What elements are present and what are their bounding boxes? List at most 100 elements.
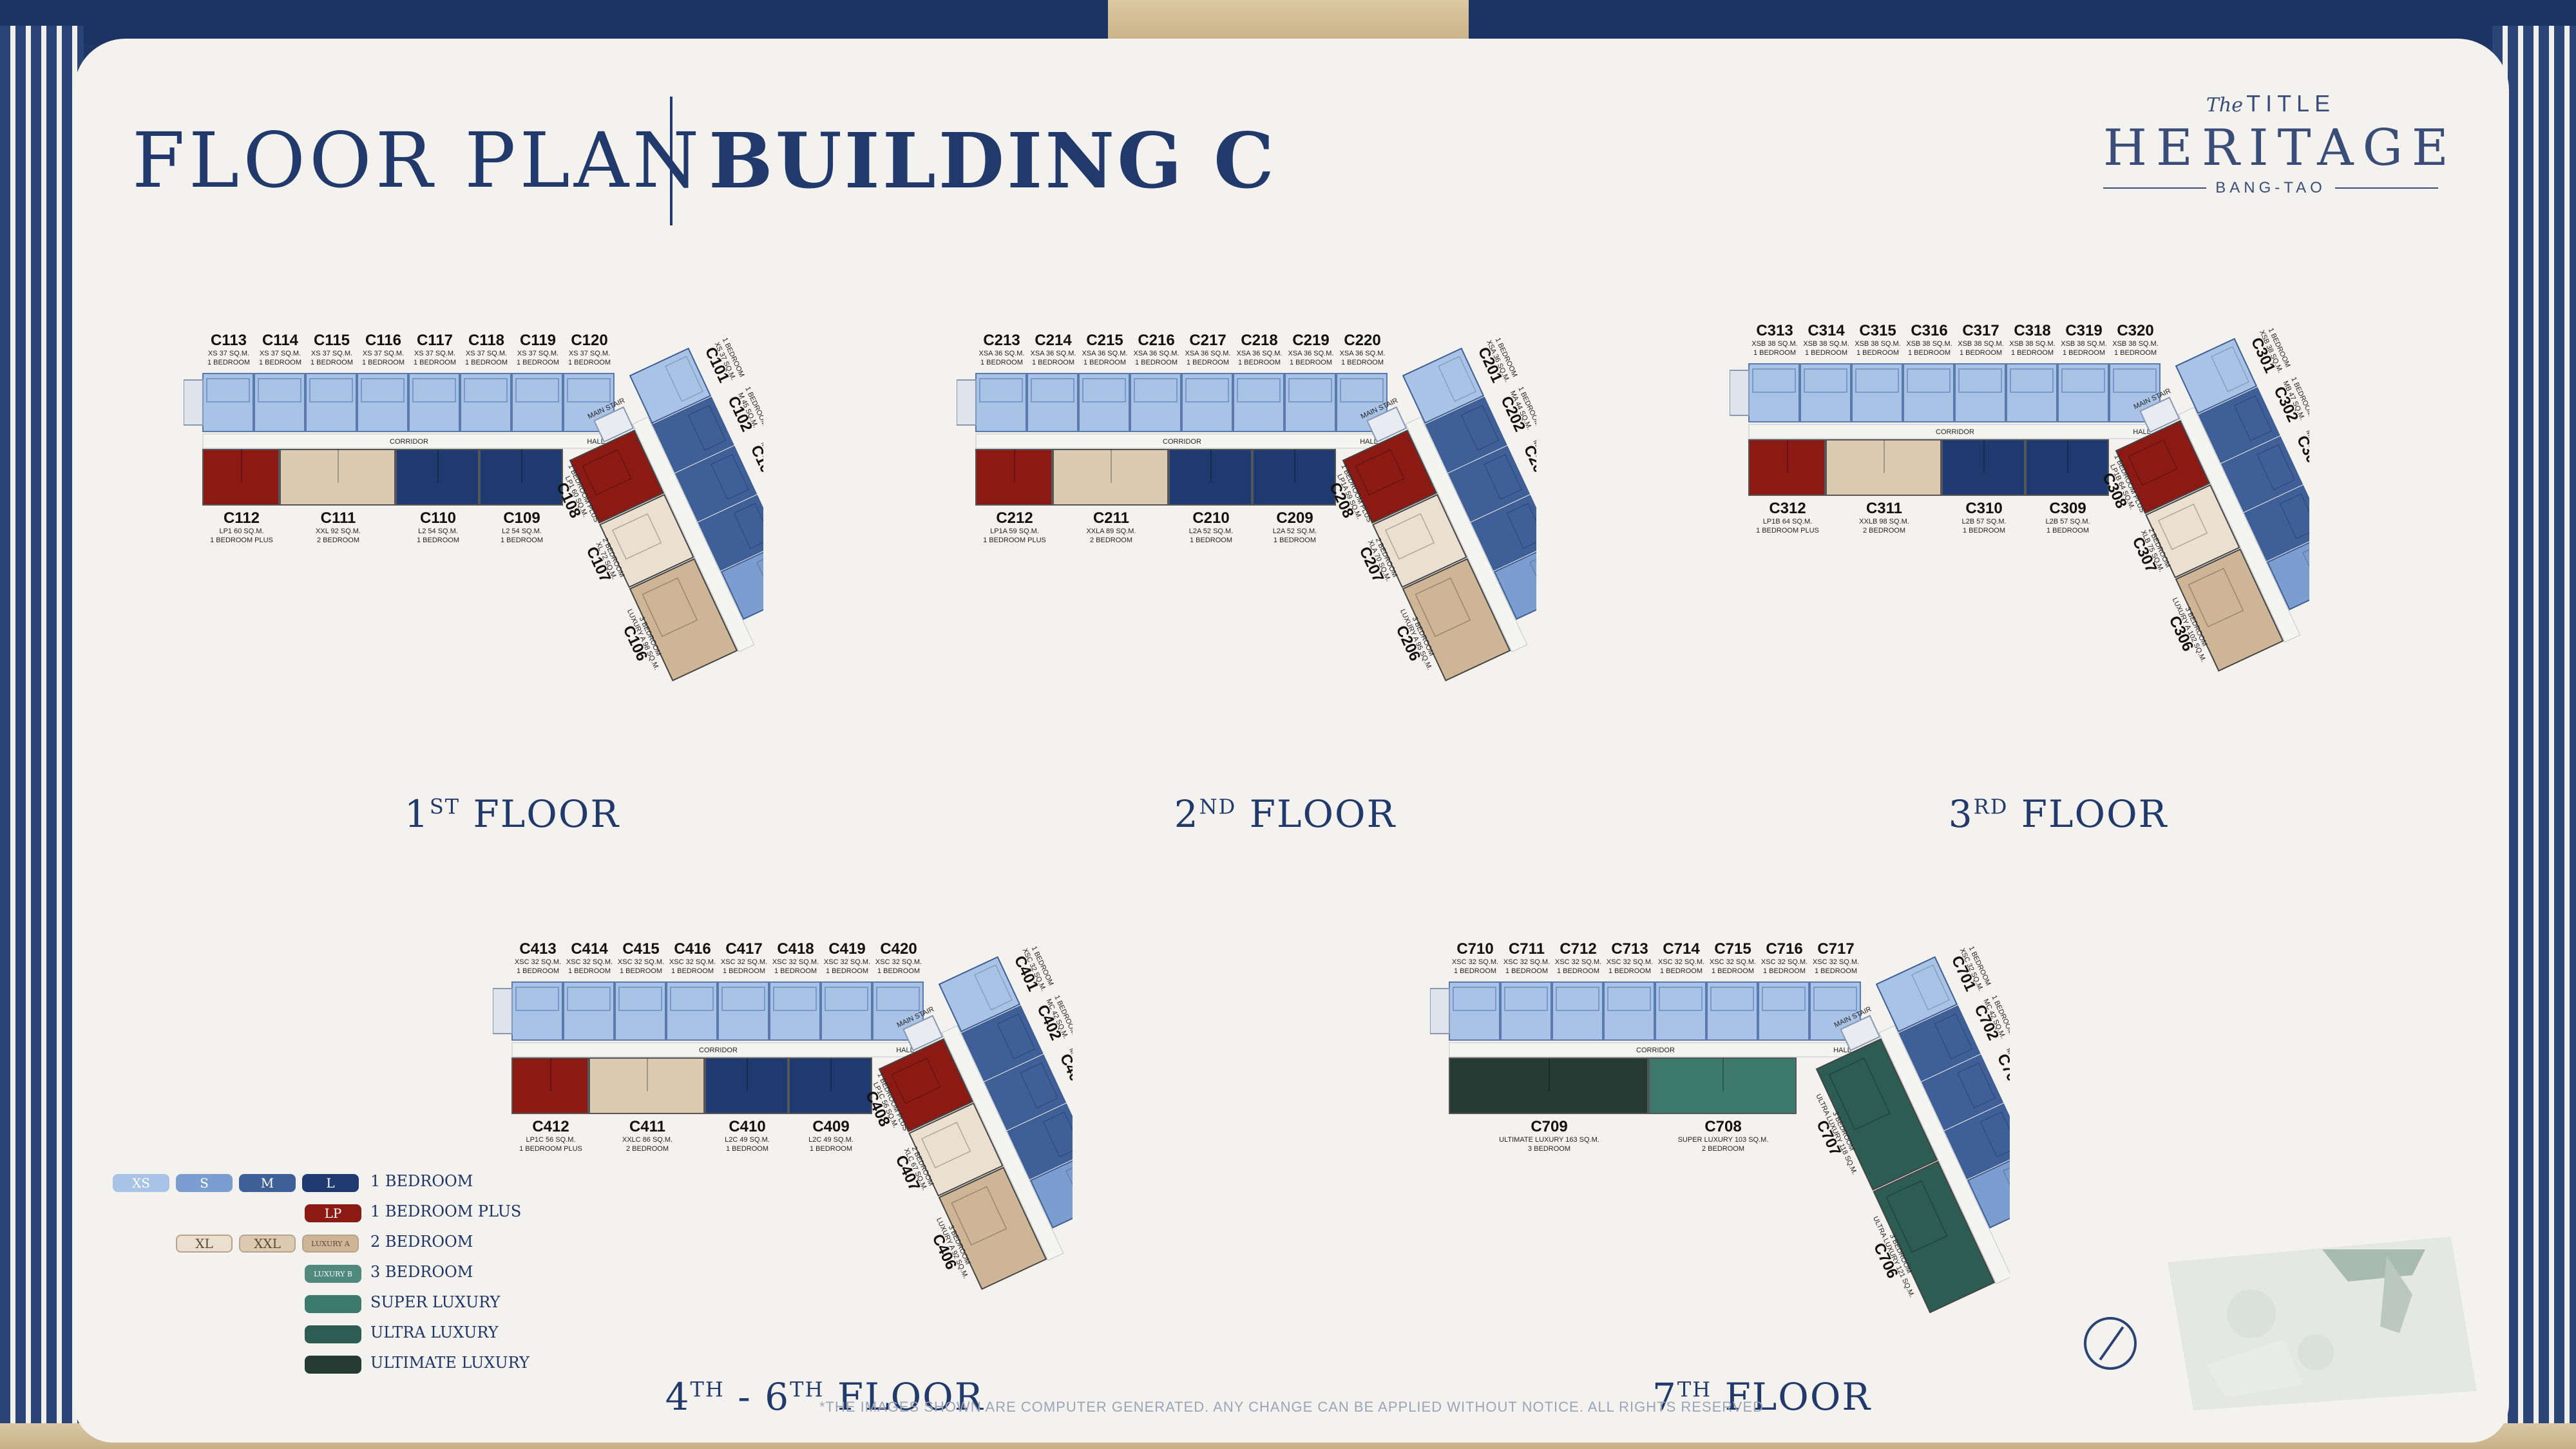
unit-C705[interactable] xyxy=(1967,1152,2010,1229)
unit-C116[interactable] xyxy=(357,373,408,432)
unit-C413[interactable] xyxy=(511,981,563,1041)
unit-C213[interactable] xyxy=(975,373,1027,432)
unit-C214[interactable] xyxy=(1027,373,1078,432)
unit-C710[interactable] xyxy=(1449,981,1500,1041)
unit-C203[interactable] xyxy=(1447,445,1531,522)
unit-C317[interactable] xyxy=(1954,363,2006,422)
unit-C108[interactable] xyxy=(569,430,665,524)
unit-C311[interactable] xyxy=(1826,439,1942,496)
unit-C201[interactable] xyxy=(1402,347,1485,424)
unit-C305[interactable] xyxy=(2266,534,2309,611)
unit-C404[interactable] xyxy=(1007,1103,1073,1180)
unit-C310[interactable] xyxy=(1942,439,2025,496)
unit-C315[interactable] xyxy=(1851,363,1903,422)
unit-C716[interactable] xyxy=(1758,981,1809,1041)
unit-C708[interactable] xyxy=(1648,1057,1797,1114)
unit-C306[interactable] xyxy=(2175,548,2284,672)
unit-C312[interactable] xyxy=(1748,439,1826,496)
unit-C703[interactable] xyxy=(1921,1054,2004,1131)
unit-C109[interactable] xyxy=(479,449,563,506)
unit-C106[interactable] xyxy=(629,558,738,682)
unit-C402[interactable] xyxy=(961,1005,1044,1082)
unit-code: C713 xyxy=(1611,940,1648,958)
unit-C110[interactable] xyxy=(396,449,479,506)
unit-C216[interactable] xyxy=(1130,373,1181,432)
unit-C713[interactable] xyxy=(1603,981,1655,1041)
unit-C417[interactable] xyxy=(718,981,769,1041)
unit-C202[interactable] xyxy=(1425,396,1507,473)
unit-C407[interactable] xyxy=(908,1102,1004,1197)
unit-C308[interactable] xyxy=(2115,420,2211,515)
unit-C303[interactable] xyxy=(2220,435,2304,513)
unit-C210[interactable] xyxy=(1169,449,1252,506)
unit-C112[interactable] xyxy=(202,449,280,506)
unit-C102[interactable] xyxy=(652,396,734,473)
unit-C115[interactable] xyxy=(305,373,357,432)
unit-C318[interactable] xyxy=(2006,363,2057,422)
unit-C208[interactable] xyxy=(1342,430,1438,524)
unit-C314[interactable] xyxy=(1800,363,1851,422)
unit-C105[interactable] xyxy=(720,544,763,620)
unit-C111[interactable] xyxy=(280,449,396,506)
unit-C218[interactable] xyxy=(1233,373,1284,432)
unit-C715[interactable] xyxy=(1706,981,1758,1041)
unit-C709[interactable] xyxy=(1449,1057,1648,1114)
unit-C119[interactable] xyxy=(511,373,563,432)
unit-C401[interactable] xyxy=(938,956,1021,1033)
unit-C712[interactable] xyxy=(1552,981,1603,1041)
unit-C107[interactable] xyxy=(599,493,694,588)
unit-C211[interactable] xyxy=(1053,449,1169,506)
unit-C313[interactable] xyxy=(1748,363,1800,422)
unit-C117[interactable] xyxy=(408,373,460,432)
unit-C104[interactable] xyxy=(698,495,763,571)
unit-C711[interactable] xyxy=(1500,981,1552,1041)
unit-C207[interactable] xyxy=(1372,493,1467,588)
unit-C307[interactable] xyxy=(2145,484,2240,578)
unit-C302[interactable] xyxy=(2198,386,2280,464)
unit-C301[interactable] xyxy=(2175,337,2258,415)
unit-C414[interactable] xyxy=(563,981,615,1041)
unit-C206[interactable] xyxy=(1402,558,1511,682)
legend-swatch-ultimate-luxury xyxy=(305,1356,361,1374)
unit-C118[interactable] xyxy=(460,373,511,432)
unit-C406[interactable] xyxy=(938,1166,1047,1291)
unit-C316[interactable] xyxy=(1903,363,1954,422)
unit-C418[interactable] xyxy=(769,981,821,1041)
unit-beds: 1 BEDROOM xyxy=(1083,359,1126,366)
unit-C114[interactable] xyxy=(254,373,305,432)
unit-size: XS 37 SQ.M. xyxy=(208,350,249,357)
unit-size: XSA 36 SQ.M. xyxy=(1134,350,1179,357)
unit-C101[interactable] xyxy=(629,347,712,424)
unit-C411[interactable] xyxy=(589,1057,705,1114)
unit-C309[interactable] xyxy=(2025,439,2109,496)
unit-C410[interactable] xyxy=(705,1057,788,1114)
unit-C319[interactable] xyxy=(2057,363,2109,422)
unit-C419[interactable] xyxy=(821,981,872,1041)
floor-label-number: 4 xyxy=(665,1375,691,1419)
unit-C205[interactable] xyxy=(1493,544,1536,620)
unit-C304[interactable] xyxy=(2244,485,2309,562)
unit-C714[interactable] xyxy=(1655,981,1706,1041)
unit-C704[interactable] xyxy=(1944,1103,2010,1180)
unit-C103[interactable] xyxy=(674,445,758,522)
unit-code: C111 xyxy=(321,509,356,527)
unit-C415[interactable] xyxy=(615,981,666,1041)
unit-C405[interactable] xyxy=(1029,1152,1073,1229)
unit-C412[interactable] xyxy=(511,1057,589,1114)
unit-C706[interactable] xyxy=(1873,1160,1996,1314)
unit-C113[interactable] xyxy=(202,373,254,432)
unit-C217[interactable] xyxy=(1181,373,1233,432)
unit-C702[interactable] xyxy=(1898,1005,1981,1082)
unit-C416[interactable] xyxy=(666,981,718,1041)
unit-C409[interactable] xyxy=(788,1057,872,1114)
unit-C403[interactable] xyxy=(984,1054,1067,1131)
unit-C215[interactable] xyxy=(1078,373,1130,432)
unit-beds: 1 BEDROOM xyxy=(1557,967,1599,975)
unit-C204[interactable] xyxy=(1471,495,1536,571)
unit-C408[interactable] xyxy=(878,1038,974,1133)
unit-C209[interactable] xyxy=(1252,449,1336,506)
unit-C219[interactable] xyxy=(1284,373,1336,432)
unit-C212[interactable] xyxy=(975,449,1053,506)
unit-C707[interactable] xyxy=(1815,1038,1938,1191)
unit-C701[interactable] xyxy=(1875,956,1958,1033)
